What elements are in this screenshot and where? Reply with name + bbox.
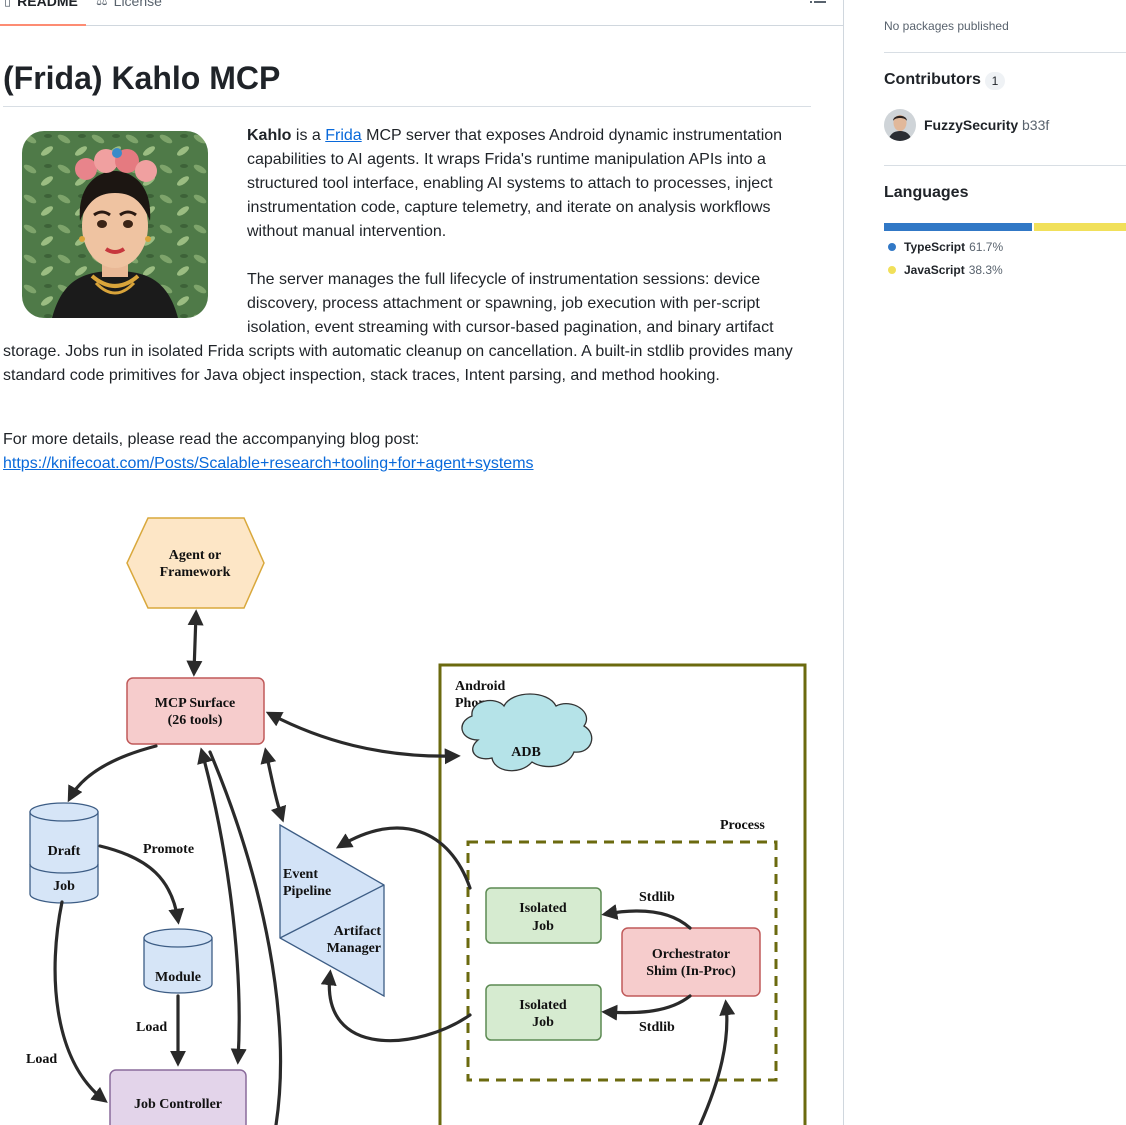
intro-text-a: is a [291,127,326,144]
agent-label-line2: Framework [160,565,231,580]
book-icon: ▯ [4,0,12,8]
sidebar-separator [884,165,1126,166]
mcp-adb-arrow [265,711,461,765]
mcp-event-arrow [260,747,287,823]
language-bar-typescript [884,223,1033,231]
mcp-label-line1: MCP Surface [155,696,235,711]
language-color-dot [888,266,896,274]
blog-intro-text: For more details, please read the accomp… [3,431,420,448]
agent-framework-node [126,517,265,609]
sidebar-separator [884,52,1126,53]
orch-iso2-arrow [601,994,692,1021]
readme-title: (Frida) Kahlo MCP [3,60,281,96]
load-label-draft: Load [26,1052,57,1067]
artifact-label-line1: Artifact [334,924,382,939]
language-percent: 61.7% [969,240,1004,254]
language-name: TypeScript [904,240,966,254]
job-controller-node [109,1069,247,1125]
title-divider [3,106,811,107]
adb-label: ADB [511,745,541,760]
android-phone-container [438,663,807,1125]
orch-bottom-arrow [698,999,736,1125]
architecture-diagram: Android Phone Process Agent or Framework… [26,517,807,1125]
promote-arrow [98,844,185,925]
lifecycle-paragraph-part2: storage. Jobs run in isolated Frida scri… [3,343,793,384]
tab-readme[interactable]: ▯ README [0,0,86,26]
language-item-typescript[interactable]: TypeScript 61.7% [884,240,1003,254]
avatar[interactable] [884,109,916,141]
event-artifact-node [279,823,385,998]
law-icon: ⚖ [96,0,108,8]
language-name: JavaScript [904,263,965,277]
isolated-job-1-node [485,887,602,944]
isolated-job-2-node [485,984,602,1041]
mcp-draft-arrow [67,744,158,803]
frida-portrait-image [22,131,208,318]
orchestrator-node [621,927,761,997]
contributors-count-badge: 1 [985,72,1005,90]
job-controller-label: Job Controller [134,1097,222,1112]
iso1-label-line2: Job [532,919,554,934]
iso2-artifact-arrow [320,969,472,1043]
orch-iso1-arrow [601,904,692,930]
contributor-handle: b33f [1022,117,1050,133]
language-color-dot [888,243,896,251]
artifact-label-line2: Manager [327,941,381,956]
event-label-line2: Pipeline [283,884,331,899]
repo-sidebar: No packages published Contributors 1 Fuz… [884,0,1126,1125]
event-label-line1: Event [283,867,318,882]
draft-label: Draft [48,844,81,859]
language-bar [884,223,1126,231]
event-artifact-divider [279,884,385,939]
contributors-heading[interactable]: Contributors [884,71,981,88]
promote-label: Promote [143,842,194,857]
sidebar-divider [843,0,844,1125]
iso1-event-arrow [335,826,472,890]
language-percent: 38.3% [968,263,1003,277]
process-label: Process [720,818,765,833]
intro-paragraph: Kahlo is a Frida MCP server that exposes… [247,124,807,244]
draft-job-top [29,802,99,822]
contributor-name[interactable]: FuzzySecurity [924,117,1019,133]
language-item-javascript[interactable]: JavaScript 38.3% [884,263,1003,277]
languages-heading: Languages [884,184,969,201]
iso2-label-line2: Job [532,1015,554,1030]
iso1-label-line1: Isolated [519,901,567,916]
mcp-label-line2: (26 tools) [168,713,223,728]
blog-link-line: https://knifecoat.com/Posts/Scalable+res… [3,452,811,476]
orch-label-line2: Shim (In-Proc) [646,964,736,979]
packages-status: No packages published [884,19,1009,33]
tab-readme-label: README [17,0,78,9]
iso2-label-line1: Isolated [519,998,567,1013]
language-bar-javascript [1034,223,1126,231]
orch-label-line1: Orchestrator [652,947,730,962]
agent-mcp-arrow [186,609,204,677]
draft-job-node [29,811,99,904]
readme-panel: ▯ README ⚖ License (Frida) Kahlo MCP [0,0,843,1125]
process-container [466,840,778,1082]
intro-text-b: MCP server that exposes Android dynamic … [247,127,783,240]
stdlib-label-top: Stdlib [639,890,675,905]
stdlib-label-bottom: Stdlib [639,1020,675,1035]
intro-bold-name: Kahlo [247,127,292,144]
agent-label-line1: Agent or [169,548,222,563]
mcp-jobcontroller-arrow [197,747,247,1065]
module-top [143,928,213,948]
adb-node [461,693,593,772]
mcp-surface-node [126,677,265,745]
tab-license-label: License [113,0,162,9]
draft-load-arrow [53,900,108,1103]
load-label-module: Load [136,1020,167,1035]
module-label: Module [155,970,201,985]
blog-post-link[interactable]: https://knifecoat.com/Posts/Scalable+res… [3,455,534,472]
frida-link[interactable]: Frida [325,127,362,144]
job-label: Job [53,879,75,894]
readme-tabs: ▯ README ⚖ License [0,0,843,26]
lifecycle-paragraph-part1: The server manages the full lifecycle of… [247,271,774,336]
list-icon[interactable] [808,0,828,11]
mcp-down-line [208,750,283,1125]
draft-job-band [29,863,99,874]
android-phone-label-line1: Android [455,679,506,694]
tab-license[interactable]: ⚖ License [96,0,162,19]
